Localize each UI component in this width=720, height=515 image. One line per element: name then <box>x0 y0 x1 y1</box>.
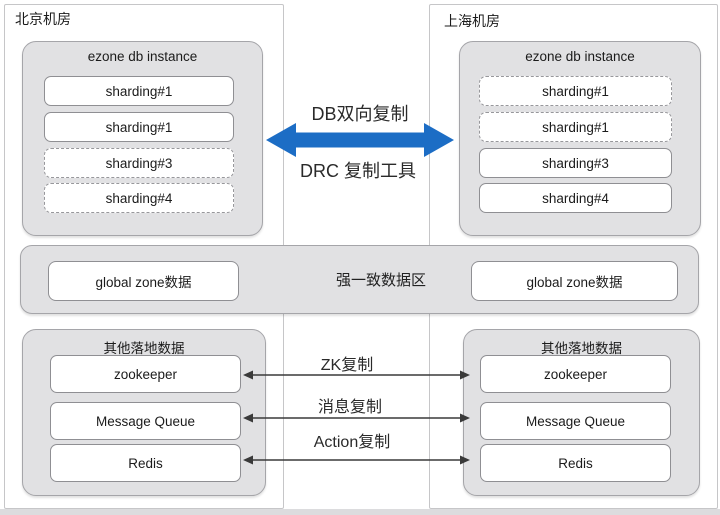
zk-replication-label: ZK复制 <box>320 357 374 374</box>
beijing-ezone-db-instance-panel: ezone db instance sharding#1 sharding#1 … <box>22 41 263 236</box>
drc-tool-label: DRC 复制工具 <box>300 161 416 181</box>
beijing-message-queue-box: Message Queue <box>50 402 241 440</box>
beijing-shard-1: sharding#1 <box>44 76 234 106</box>
message-replication-arrow-icon <box>243 413 470 423</box>
consistent-zone-label: 强一致数据区 <box>335 272 426 289</box>
beijing-shard-2: sharding#1 <box>44 112 234 142</box>
shanghai-other-data-title: 其他落地数据 <box>541 341 622 356</box>
action-replication-arrow-icon <box>243 455 470 465</box>
shanghai-global-zone-box: global zone数据 <box>471 261 678 301</box>
shanghai-message-queue-box: Message Queue <box>480 402 671 440</box>
consistent-zone-band: global zone数据 强一致数据区 global zone数据 <box>20 245 699 314</box>
shanghai-ezone-db-instance-panel: ezone db instance sharding#1 sharding#1 … <box>459 41 701 236</box>
beijing-ezone-title: ezone db instance <box>87 49 198 64</box>
message-replication-label: 消息复制 <box>317 399 382 416</box>
shanghai-shard-3: sharding#3 <box>479 148 672 178</box>
beijing-global-zone-box: global zone数据 <box>48 261 239 301</box>
db-bidirectional-replication-label: DB双向复制 <box>311 104 409 124</box>
shanghai-shard-2: sharding#1 <box>479 112 672 142</box>
datacenter-shanghai-title: 上海机房 <box>444 13 500 29</box>
bottom-edge-strip <box>0 509 720 515</box>
shanghai-other-data-panel: 其他落地数据 zookeeper Message Queue Redis <box>463 329 700 496</box>
shanghai-shard-4: sharding#4 <box>479 183 672 213</box>
shanghai-ezone-title: ezone db instance <box>525 49 635 64</box>
shanghai-redis-box: Redis <box>480 444 671 482</box>
beijing-shard-4: sharding#4 <box>44 183 234 213</box>
beijing-shard-3: sharding#3 <box>44 148 234 178</box>
beijing-other-data-panel: 其他落地数据 zookeeper Message Queue Redis <box>22 329 266 496</box>
zk-replication-arrow-icon <box>243 370 470 380</box>
shanghai-zookeeper-box: zookeeper <box>480 355 671 393</box>
beijing-zookeeper-box: zookeeper <box>50 355 241 393</box>
beijing-other-data-title: 其他落地数据 <box>103 341 185 356</box>
datacenter-beijing-title: 北京机房 <box>15 11 71 27</box>
beijing-redis-box: Redis <box>50 444 241 482</box>
shanghai-shard-1: sharding#1 <box>479 76 672 106</box>
action-replication-label: Action复制 <box>313 434 391 451</box>
db-replication-double-arrow-icon <box>266 123 454 157</box>
